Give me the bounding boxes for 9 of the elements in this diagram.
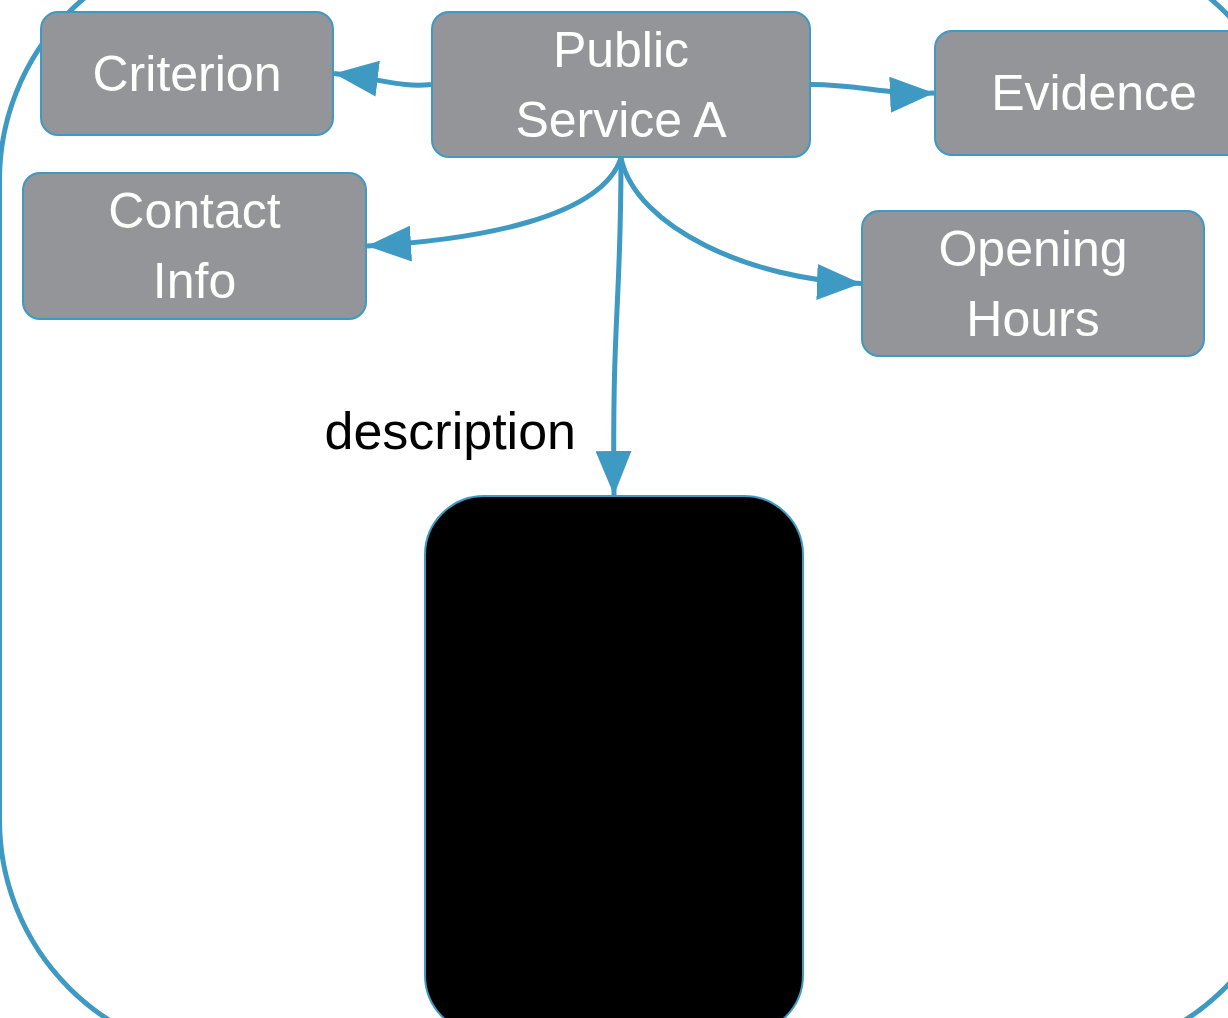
empty-box (424, 495, 804, 1018)
arrow (333, 61, 432, 97)
process-box: Public Service A (431, 11, 811, 158)
arrow (810, 75, 935, 112)
process-box: Criterion (40, 11, 334, 136)
process-box: Evidence (934, 30, 1228, 156)
process-box: Opening Hours (861, 210, 1205, 357)
arrow (595, 158, 632, 495)
process-box: Contact Info (22, 172, 367, 320)
